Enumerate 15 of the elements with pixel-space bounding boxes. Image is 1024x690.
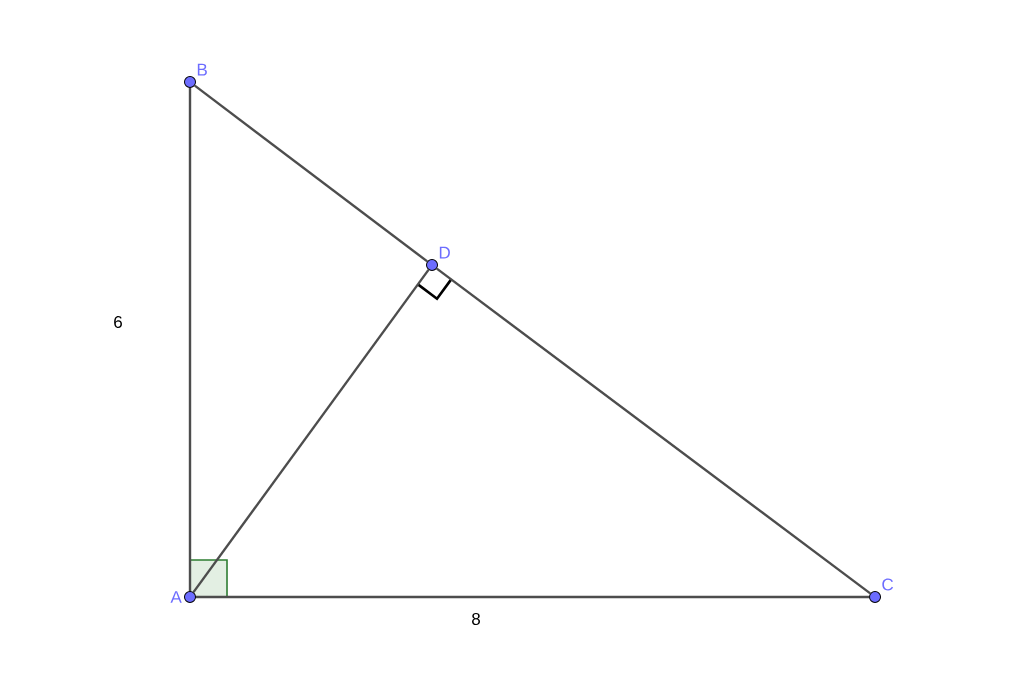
line-segment <box>196 595 869 599</box>
line-segment <box>194 84 428 263</box>
point: B <box>184 63 207 88</box>
node-label: D <box>439 246 450 259</box>
node-label: A <box>170 591 182 603</box>
point: C <box>869 578 894 603</box>
length-label: 8 <box>472 613 480 625</box>
node-label: C <box>882 578 894 591</box>
line-segment <box>188 88 192 591</box>
point: A <box>170 591 196 603</box>
point: D <box>426 246 450 271</box>
length-label: 6 <box>114 315 122 328</box>
line-segment <box>192 269 430 593</box>
line-segment <box>436 267 871 595</box>
node-label: B <box>197 63 207 76</box>
